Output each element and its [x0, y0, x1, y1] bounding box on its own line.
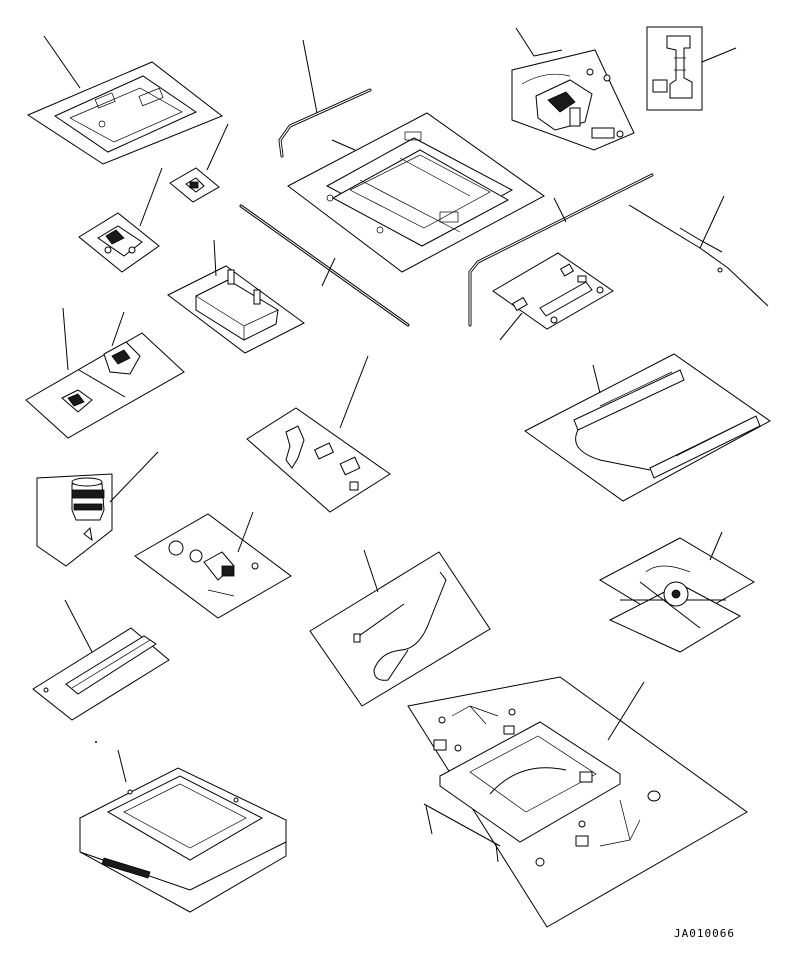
part-group-suspension[interactable] [598, 531, 755, 653]
leader-line [213, 239, 217, 277]
leader-line [62, 307, 69, 371]
leader-line [139, 167, 163, 227]
leader-line [533, 49, 563, 57]
leader-line [111, 311, 125, 347]
leader-line [592, 364, 601, 394]
leader-line [553, 197, 567, 223]
leader-line [339, 355, 369, 429]
part-group-seat-frame[interactable] [287, 112, 545, 273]
part-group-latch[interactable] [78, 167, 163, 273]
leader-line [701, 47, 737, 63]
part-group-gas-spring[interactable] [492, 252, 614, 341]
leader-line [237, 511, 254, 553]
part-group-cable[interactable] [628, 195, 769, 307]
leader-line [515, 27, 535, 57]
part-group-long-rod[interactable] [239, 204, 410, 327]
leader-line [64, 599, 93, 653]
part-group-slide-rails[interactable] [524, 353, 771, 502]
part-group-l-rod[interactable] [468, 173, 654, 327]
part-group-block-with-pins[interactable] [167, 239, 305, 354]
part-group-seat-base[interactable] [407, 676, 748, 928]
leader-line [302, 39, 318, 114]
part-group-rail-strip[interactable] [32, 599, 170, 721]
leader-line [607, 681, 645, 741]
leader-line [321, 257, 336, 287]
leader-line [43, 35, 81, 89]
leader-line [499, 312, 523, 341]
leader-line [331, 139, 356, 151]
part-group-cushion-frame[interactable] [78, 741, 288, 913]
leader-line [709, 531, 723, 561]
leader-line [699, 195, 725, 249]
part-group-bracket[interactable] [646, 26, 737, 111]
dot-mark [95, 741, 97, 743]
part-group-switch-plugs[interactable] [246, 355, 391, 513]
part-group-small-brackets[interactable] [25, 307, 185, 439]
part-group-lever-mechanism[interactable] [511, 27, 635, 151]
part-group-solenoid[interactable] [134, 511, 292, 619]
part-group-small-knob[interactable] [169, 123, 229, 203]
leader-line [109, 451, 159, 503]
drawing-reference-code: JA010066 [674, 927, 735, 940]
leader-line [117, 749, 127, 783]
part-group-cable-tie[interactable] [309, 549, 491, 707]
part-group-seat-plate[interactable] [26, 35, 223, 165]
leader-line [206, 123, 229, 171]
part-group-bent-rod[interactable] [278, 39, 372, 158]
leader-line [363, 549, 379, 593]
part-group-damper[interactable] [36, 451, 159, 567]
